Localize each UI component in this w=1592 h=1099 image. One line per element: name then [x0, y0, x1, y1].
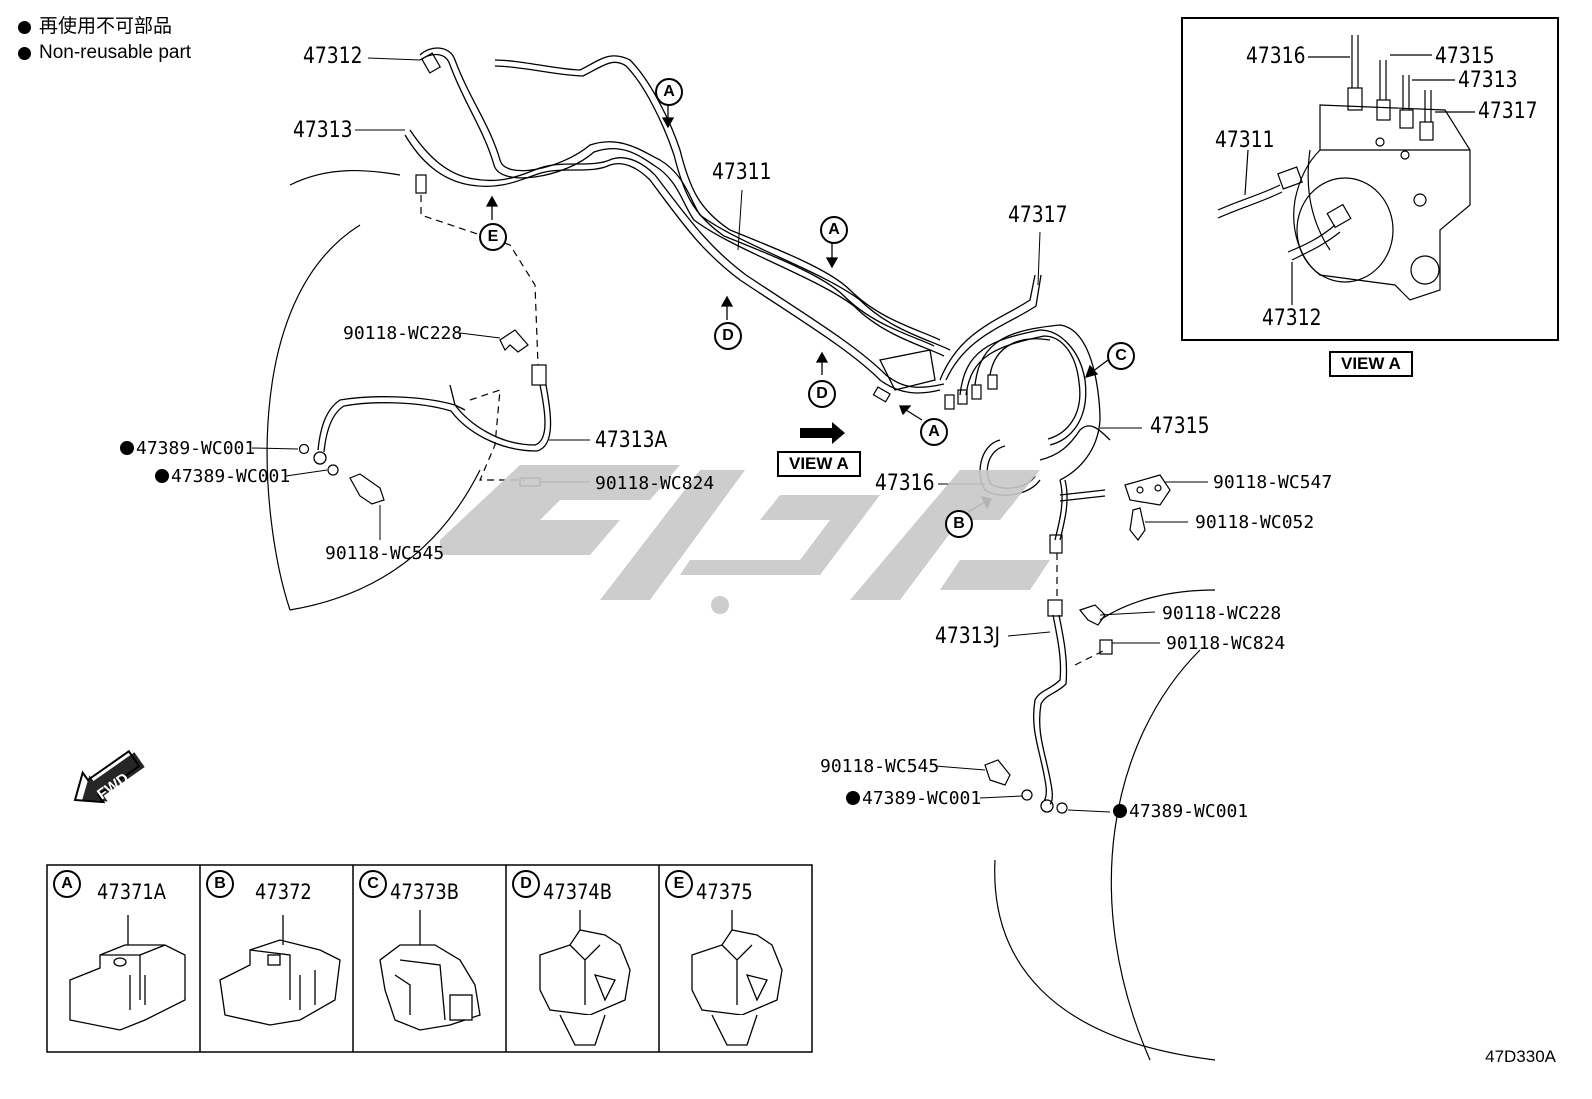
- view-a-part-47316[interactable]: 47316: [1246, 44, 1306, 69]
- part-47312[interactable]: 47312: [303, 44, 363, 69]
- part-90118-wc228-right[interactable]: 90118-WC228: [1162, 603, 1282, 624]
- view-a-part-47311[interactable]: 47311: [1215, 128, 1275, 153]
- watermark: [440, 465, 1050, 614]
- part-47389-wc001-right-2[interactable]: 47389-WC001: [1113, 801, 1248, 822]
- washer: [298, 443, 310, 455]
- diagram-code: 47D330A: [1485, 1047, 1556, 1066]
- left-wheel-arc: [266, 224, 361, 611]
- part-47313[interactable]: 47313: [293, 118, 353, 143]
- clip-47373B-icon: [379, 910, 481, 1031]
- fitting: [415, 174, 427, 194]
- flex-hose-47313A: [313, 384, 552, 465]
- fitting: [420, 52, 442, 74]
- part-90118-wc824-left[interactable]: 90118-WC824: [595, 473, 715, 494]
- part-47389-wc001-left-1[interactable]: 47389-WC001: [120, 438, 255, 459]
- view-a-part-47313[interactable]: 47313: [1458, 68, 1518, 93]
- bolt-wc545-left: [349, 473, 385, 505]
- view-a-inset: [1181, 17, 1559, 341]
- fitting: [1047, 599, 1063, 617]
- clip-47371A-icon: [69, 915, 186, 1031]
- brake-pipe-47312: [419, 47, 951, 357]
- left-wheel-lower-arc: [289, 469, 481, 611]
- view-a-part-47312[interactable]: 47312: [1262, 306, 1322, 331]
- marker-c: C: [1107, 342, 1135, 370]
- bolt-wc824-right: [1099, 639, 1113, 655]
- fitting: [872, 386, 891, 403]
- clip-part-47373B[interactable]: 47373B: [390, 880, 460, 904]
- clip-letter-d: D: [512, 870, 540, 898]
- clip-letter-a: A: [53, 870, 81, 898]
- bullet-icon: [18, 46, 31, 60]
- right-wheel-lower-arc: [1110, 649, 1201, 1061]
- part-47389-wc001-right-1[interactable]: 47389-WC001: [846, 788, 981, 809]
- brake-pipe-47313: [404, 129, 945, 394]
- bolt-wc545-right: [984, 759, 1011, 786]
- part-90118-wc547[interactable]: 90118-WC547: [1213, 472, 1333, 493]
- view-a-part-47315[interactable]: 47315: [1435, 44, 1495, 69]
- part-47311[interactable]: 47311: [712, 160, 772, 185]
- fitting: [531, 364, 547, 386]
- bolt-wc052: [1129, 507, 1146, 542]
- part-90118-wc545-left[interactable]: 90118-WC545: [325, 543, 445, 564]
- dashed-leaders: [420, 195, 1106, 666]
- washer: [1056, 802, 1068, 814]
- marker-d: D: [714, 322, 742, 350]
- clip-letter-e: E: [665, 870, 693, 898]
- fwd-arrow-icon: [73, 749, 145, 804]
- bullet-icon: [18, 20, 31, 34]
- clip-47374B-icon: [539, 910, 631, 1046]
- part-47316[interactable]: 47316: [875, 471, 935, 496]
- clip-part-47374B[interactable]: 47374B: [543, 880, 613, 904]
- fitting: [971, 384, 982, 400]
- fitting: [1049, 534, 1063, 554]
- marker-a: A: [820, 216, 848, 244]
- washer: [327, 464, 339, 476]
- clip-table: [46, 864, 813, 1053]
- clip-90118-wc228-left: [499, 329, 529, 353]
- part-47389-wc001-left-2[interactable]: 47389-WC001: [155, 466, 290, 487]
- part-90118-wc545-right[interactable]: 90118-WC545: [820, 756, 940, 777]
- marker-d: D: [808, 380, 836, 408]
- left-wheel-outer-arc: [289, 169, 401, 186]
- marker-e: E: [479, 223, 507, 251]
- washer: [1021, 789, 1033, 801]
- part-47315[interactable]: 47315: [1150, 414, 1210, 439]
- marker-b: B: [945, 510, 973, 538]
- union-wc547: [1124, 474, 1171, 506]
- clip-90118-wc228-right: [1078, 604, 1106, 626]
- clip-part-47371A[interactable]: 47371A: [97, 880, 166, 904]
- view-a-title: VIEW A: [1329, 351, 1413, 377]
- view-a-part-47317[interactable]: 47317: [1478, 99, 1538, 124]
- clip-part-47372[interactable]: 47372: [255, 880, 312, 904]
- clip-part-47375[interactable]: 47375: [696, 880, 753, 904]
- clip-drawings: [69, 910, 783, 1046]
- clip-47375-icon: [691, 910, 783, 1046]
- flex-hose-47313J: [1032, 614, 1068, 813]
- clip-letter-c: C: [359, 870, 387, 898]
- fitting: [944, 394, 955, 410]
- marker-a: A: [920, 418, 948, 446]
- brake-pipe-47311: [494, 55, 941, 347]
- legend-en: Non-reusable part: [39, 42, 192, 63]
- marker-a: A: [655, 78, 683, 106]
- part-47317[interactable]: 47317: [1008, 203, 1068, 228]
- right-wheel-arc: [1099, 589, 1216, 621]
- view-a-reference[interactable]: VIEW A: [777, 451, 861, 477]
- clip-letter-b: B: [206, 870, 234, 898]
- view-a-arrow-icon: [800, 422, 845, 444]
- fitting: [987, 374, 998, 390]
- part-47313J[interactable]: 47313J: [935, 624, 1001, 649]
- part-90118-wc052[interactable]: 90118-WC052: [1195, 512, 1315, 533]
- part-90118-wc228-left[interactable]: 90118-WC228: [343, 323, 463, 344]
- clip-47372-icon: [219, 915, 341, 1026]
- part-47313A[interactable]: 47313A: [595, 428, 668, 453]
- legend-jp: 再使用不可部品: [39, 16, 173, 37]
- legend: 再使用不可部品 Non-reusable part: [18, 14, 191, 66]
- fitting: [957, 389, 968, 405]
- right-wheel-inner-arc: [994, 859, 1216, 1061]
- part-90118-wc824-right[interactable]: 90118-WC824: [1166, 633, 1286, 654]
